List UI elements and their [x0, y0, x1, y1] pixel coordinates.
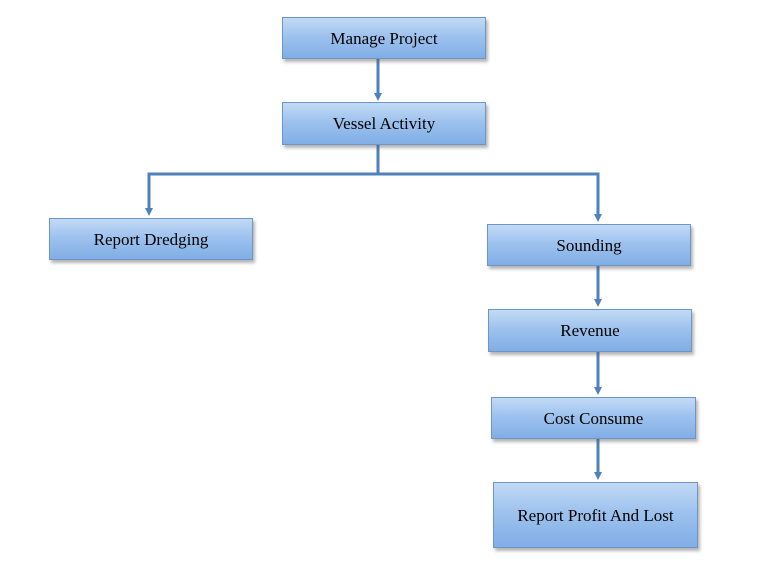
node-cost-consume: Cost Consume — [491, 397, 696, 439]
node-manage-project-label: Manage Project — [330, 28, 438, 48]
node-manage-project: Manage Project — [282, 17, 486, 59]
node-report-dredging-label: Report Dredging — [93, 229, 209, 249]
node-revenue-label: Revenue — [560, 321, 620, 340]
node-sounding: Sounding — [487, 224, 691, 266]
node-report-dredging: Report Dredging — [49, 218, 253, 260]
node-cost-consume-label: Cost Consume — [543, 408, 644, 428]
connector-vessel-to-sounding — [378, 172, 602, 222]
node-revenue: Revenue — [488, 309, 692, 352]
node-vessel-activity: Vessel Activity — [282, 102, 486, 145]
node-vessel-activity-label: Vessel Activity — [332, 114, 436, 133]
node-sounding-label: Sounding — [556, 235, 622, 255]
node-report-profit-label: Report Profit And Lost — [517, 505, 674, 525]
node-report-profit-and-lost: Report Profit And Lost — [493, 482, 698, 548]
connector-vessel-to-dredging — [145, 145, 380, 216]
